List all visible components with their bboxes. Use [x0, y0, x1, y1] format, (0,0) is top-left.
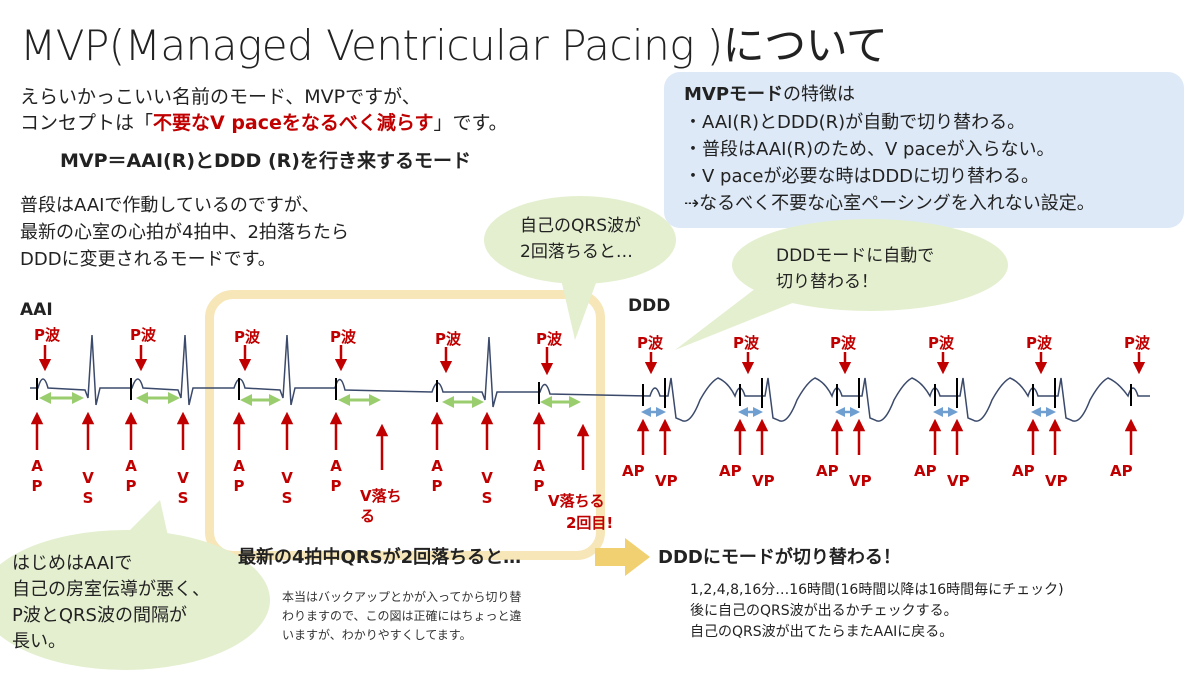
p-wave-label: P波 [830, 334, 856, 352]
vp-label: VP [1045, 472, 1068, 490]
intro-line-2: コンセプトは「不要なV paceをなるべく減らす」です。 [20, 108, 508, 135]
intro-prefix: コンセプトは「 [20, 112, 154, 134]
feature-item: ・V paceが必要な時はDDDに切り替わる。 [684, 166, 1040, 187]
p-wave-label: P波 [330, 328, 356, 346]
p-wave-label: P波 [733, 334, 759, 352]
ddd-label: DDD [628, 296, 671, 316]
feature-item: ・AAI(R)とDDD(R)が自動で切り替わる。 [684, 112, 1026, 133]
bubble-qrs-drop [484, 196, 676, 340]
ap-label: AP [1110, 462, 1133, 480]
vp-label: VP [947, 472, 970, 490]
p-wave-label: P波 [1124, 334, 1150, 352]
bubble-ddd-line-1: DDDモードに自動で [776, 246, 935, 266]
bottom-caption: 最新の4拍中QRSが2回落ちると… [238, 547, 522, 568]
pacing-spikes [36, 378, 1132, 408]
bottom-note-line: 1,2,4,8,16分…16時間(16時間以降は16時間毎にチェック) [690, 582, 1064, 598]
bubble-ddd-switch [675, 219, 1008, 350]
bubble-qrs-line-1: 自己のQRS波が [520, 216, 641, 236]
vp-label: VP [752, 472, 775, 490]
p-wave-label: P波 [1026, 334, 1052, 352]
feature-item: ・普段はAAI(R)のため、V paceが入らない。 [684, 139, 1055, 160]
feature-heading-rest: の特徴は [783, 84, 856, 105]
big-arrow [595, 538, 650, 576]
highlight-box [205, 290, 605, 560]
intro-highlight: 不要なV paceをなるべく減らす [153, 112, 434, 134]
ap-label: AP [914, 462, 937, 480]
ap-label: AP [816, 462, 839, 480]
p-wave-arrows [38, 345, 1146, 376]
bottom-note-line: 後に自己のQRS波が出るかチェックする。 [690, 603, 958, 619]
p-wave-label: P波 [637, 334, 663, 352]
small-note-line: わりますので、この図は正確にはちょっと違 [282, 609, 522, 623]
description-line-2: 最新の心室の心拍が4拍中、2拍落ちたら [20, 222, 349, 243]
p-wave-label: P波 [34, 326, 60, 344]
v-drop-2-line-1: V落ちる [548, 492, 605, 510]
page-title: MVP(Managed Ventricular Pacing )について [20, 21, 888, 70]
ecg-trace [30, 334, 1150, 422]
ap-label: AP [622, 462, 645, 480]
ddd-result: DDDにモードが切り替わる！ [658, 547, 901, 568]
bubble-aai-line-3: P波とQRS波の間隔が [12, 605, 187, 626]
p-wave-label: P波 [928, 334, 954, 352]
bubble-qrs-line-2: 2回落ちると… [520, 242, 633, 262]
mvp-definition: MVP＝AAI(R)とDDD (R)を行き来するモード [60, 150, 471, 172]
intro-suffix: 」です。 [433, 112, 508, 134]
vp-label: VP [849, 472, 872, 490]
bottom-note-line: 自己のQRS波が出てたらまたAAIに戻る。 [690, 624, 954, 640]
up-arrows [30, 411, 1138, 470]
p-wave-label: P波 [130, 326, 156, 344]
bubble-aai-note [0, 500, 270, 670]
bubble-ddd-line-2: 切り替わる！ [776, 272, 878, 292]
intro-line-1: えらいかっこいい名前のモード、MVPですが、 [20, 86, 421, 108]
v-drop-2-line-2: 2回目! [566, 514, 614, 532]
bubble-aai-line-4: 長い。 [12, 631, 66, 652]
feature-item: ⇢なるべく不要な心室ペーシングを入れない設定。 [684, 193, 1095, 214]
p-wave-label: P波 [234, 328, 260, 346]
bubble-aai-line-1: はじめはAAIで [12, 553, 133, 574]
av-interval-arrows [39, 392, 581, 408]
p-wave-label: P波 [435, 330, 461, 348]
vp-label: VP [655, 472, 678, 490]
feature-heading: MVPモードの特徴は [684, 80, 855, 106]
v-drop-label: V落ちる [360, 487, 402, 525]
bubble-aai-line-2: 自己の房室伝導が悪く、 [12, 579, 210, 600]
description-line-3: DDDに変更されるモードです。 [20, 249, 276, 270]
aai-label: AAI [20, 300, 53, 320]
small-note-line: 本当はバックアップとかが入ってから切り替 [282, 590, 522, 604]
feature-box [664, 72, 1184, 228]
p-wave-label: P波 [536, 330, 562, 348]
description-line-1: 普段はAAIで作動しているのですが、 [20, 195, 320, 216]
ap-label: AP [719, 462, 742, 480]
small-note-line: いますが、わかりやすくしてます。 [282, 628, 472, 642]
feature-heading-bold: MVPモード [684, 84, 784, 105]
ap-label: AP [1012, 462, 1035, 480]
